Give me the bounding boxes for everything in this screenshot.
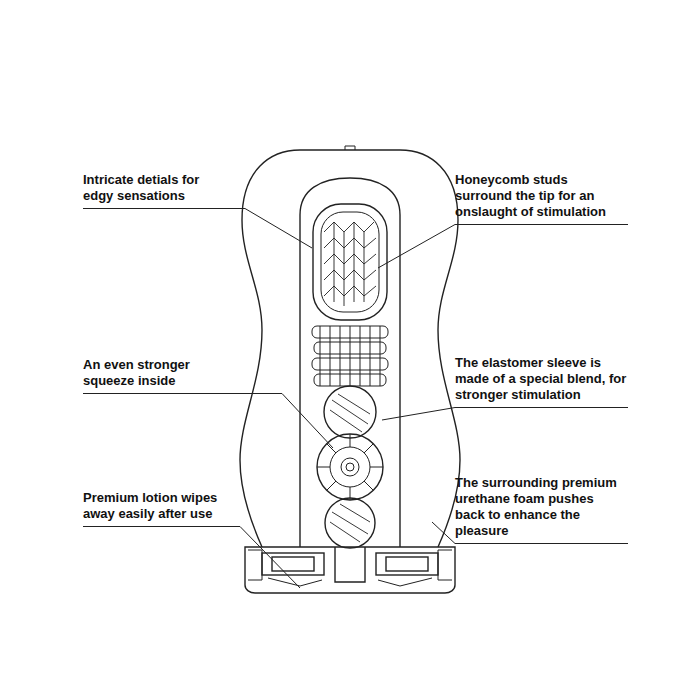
callout-text: The elastomer sleeve is made of a specia… xyxy=(455,355,631,403)
leader-line xyxy=(382,408,628,421)
callout-text: Honeycomb studs surround the tip for an … xyxy=(455,172,627,220)
callout-text: Intricate detials for edgy sensations xyxy=(83,172,223,204)
leader-line xyxy=(83,394,333,449)
leader-line xyxy=(83,209,312,249)
leader-line xyxy=(83,527,300,589)
callout-text: Premium lotion wipes away easily after u… xyxy=(83,490,223,522)
leader-line xyxy=(378,225,628,269)
callout-text: The surrounding premium urethane foam pu… xyxy=(455,475,625,539)
callout-text: An even stronger squeeze inside xyxy=(83,357,223,389)
